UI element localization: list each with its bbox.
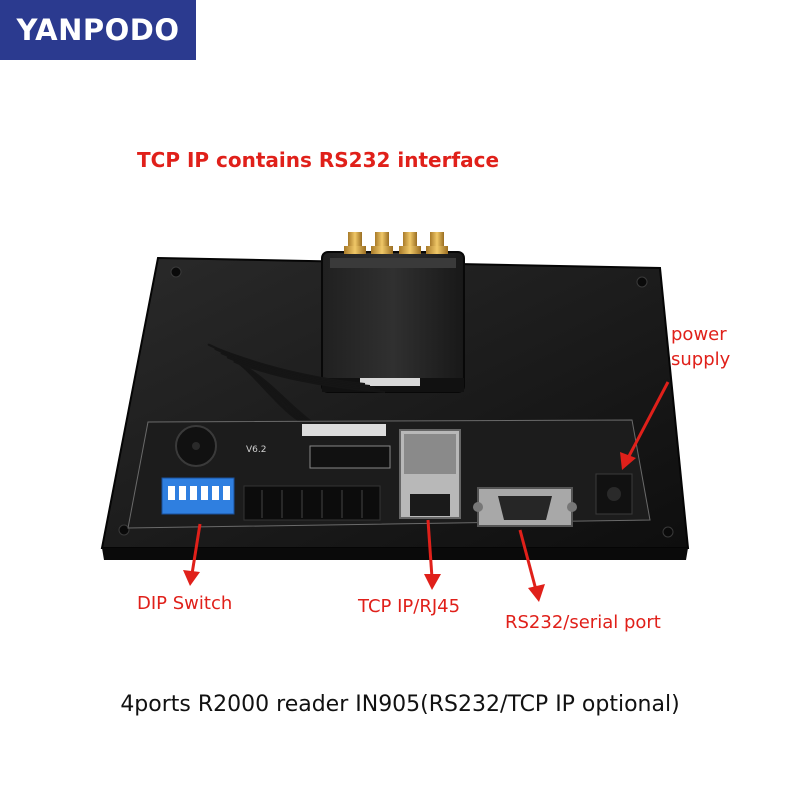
buzzer (175, 425, 217, 467)
headline: TCP IP contains RS232 interface (137, 148, 500, 172)
arrow-dip-switch (183, 523, 202, 586)
terminal-block (243, 485, 381, 521)
brand-logo: YANPODO (0, 0, 196, 60)
label-dip-switch: DIP Switch (137, 593, 233, 614)
ribbon-cable (207, 343, 386, 439)
label-power-supply-line1: power (671, 324, 727, 345)
board-version-label: V6.2 (246, 445, 266, 455)
antenna-connector-2 (371, 232, 393, 254)
label-tcp-ip: TCP IP/RJ45 (358, 596, 461, 617)
rj45-port (399, 429, 461, 519)
db9-serial-port (473, 487, 577, 527)
label-power-supply: power supply (671, 322, 730, 372)
brand-logo-text: YANPODO (16, 13, 180, 47)
antenna-connector-4 (426, 232, 448, 254)
arrow-tcp-ip (424, 519, 441, 590)
arrow-rs232 (518, 529, 545, 602)
arrow-power-supply (620, 381, 670, 470)
antenna-connector-3 (399, 232, 421, 254)
rfid-module (321, 251, 465, 393)
product-caption: 4ports R2000 reader IN905(RS232/TCP IP o… (120, 692, 680, 717)
antenna-connector-1 (344, 232, 366, 254)
dip-switch (161, 477, 235, 515)
label-rs232: RS232/serial port (505, 612, 661, 633)
dc-power-jack (595, 473, 633, 515)
label-power-supply-line2: supply (671, 349, 731, 371)
